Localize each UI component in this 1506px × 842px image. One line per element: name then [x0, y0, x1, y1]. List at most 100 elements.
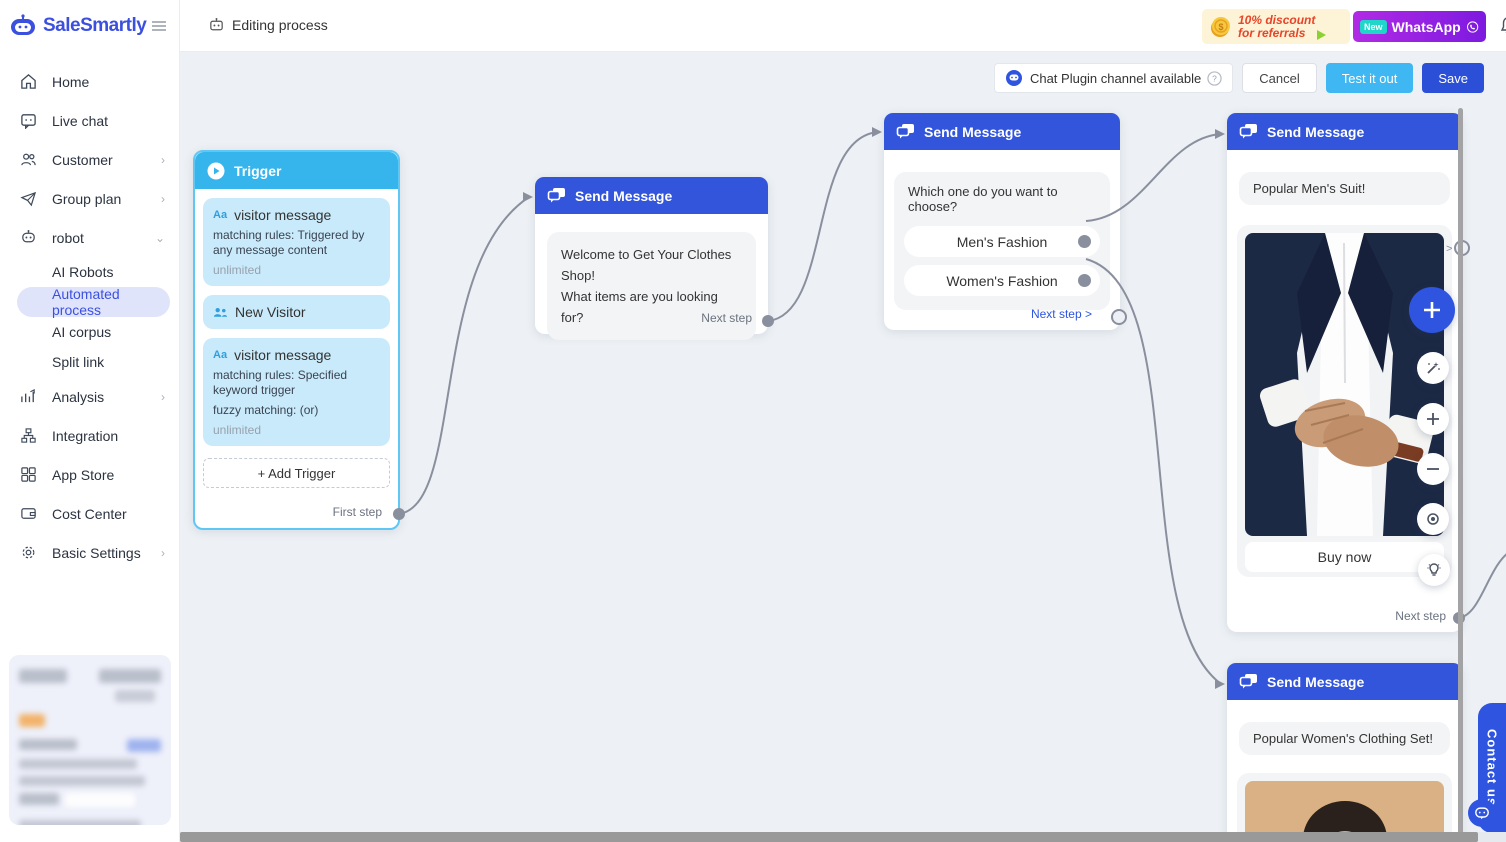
sidebar-item-automated-process[interactable]: Automated process	[17, 286, 170, 318]
channel-chip[interactable]: Chat Plugin channel available ?	[993, 63, 1234, 93]
contact-chat-icon[interactable]	[1468, 799, 1496, 827]
trigger-card-new-visitor[interactable]: New Visitor	[203, 295, 390, 329]
trigger-node-header: Trigger	[195, 152, 398, 189]
zoom-in-button[interactable]	[1417, 403, 1449, 435]
save-button[interactable]: Save	[1422, 63, 1484, 93]
message-line: What items are you looking for?	[561, 289, 718, 325]
cost-center-icon	[21, 508, 36, 519]
zoom-out-button[interactable]	[1417, 453, 1449, 485]
message-bubble[interactable]: Welcome to Get Your Clothes Shop! What i…	[547, 232, 756, 340]
text-trigger-icon: Aa	[213, 209, 228, 221]
sidebar-item-cost-center[interactable]: Cost Center	[0, 494, 179, 533]
question-circle-icon[interactable]: ?	[1207, 70, 1222, 86]
sidebar-item-robot[interactable]: robot ⌄	[0, 218, 179, 257]
contact-us-label: Contact us	[1484, 729, 1500, 807]
send-message-node-choose[interactable]: Send Message Which one do you want to ch…	[884, 113, 1120, 330]
sidebar-item-split-link[interactable]: Split link	[0, 347, 179, 377]
text-trigger-icon: Aa	[213, 349, 228, 361]
chevron-down-icon: ⌄	[154, 230, 165, 245]
option-label: Men's Fashion	[956, 233, 1048, 250]
process-robot-icon	[210, 17, 223, 31]
trigger-node-title: Trigger	[234, 162, 282, 179]
collapse-sidebar-icon[interactable]	[151, 19, 167, 33]
whatsapp-phone-icon	[1466, 20, 1478, 33]
user-info-panel-blurred	[9, 655, 171, 825]
option-mens-fashion[interactable]: Men's Fashion	[904, 226, 1100, 257]
horizontal-scrollbar-thumb[interactable]	[180, 832, 1478, 842]
sidebar-item-ai-robots[interactable]: AI Robots	[0, 257, 179, 287]
node-header: Send Message	[535, 177, 768, 214]
cancel-button[interactable]: Cancel	[1242, 63, 1317, 93]
sidebar-item-basic-settings[interactable]: Basic Settings ›	[0, 533, 179, 572]
integration-icon	[21, 428, 36, 443]
next-step-label[interactable]: Next step >	[1030, 307, 1092, 321]
horizontal-scrollbar-track	[180, 832, 1506, 842]
auto-layout-wand-button[interactable]	[1417, 352, 1449, 384]
buy-now-button[interactable]: Buy now	[1245, 542, 1444, 572]
arrowhead	[523, 192, 533, 202]
sidebar-subitem-label: Split link	[52, 354, 105, 370]
option-label: Women's Fashion	[946, 272, 1058, 289]
customer-icon	[21, 153, 36, 166]
send-message-node-welcome[interactable]: Send Message Welcome to Get Your Clothes…	[535, 177, 768, 340]
sidebar-item-live-chat[interactable]: Live chat	[0, 101, 179, 140]
option-womens-fashion[interactable]: Women's Fashion	[904, 265, 1100, 296]
sidebar-item-ai-corpus[interactable]: AI corpus	[0, 317, 179, 347]
sidebar-item-customer[interactable]: Customer ›	[0, 140, 179, 179]
add-trigger-button[interactable]: + Add Trigger	[203, 458, 390, 488]
live-chat-icon	[21, 114, 36, 129]
message-line: Welcome to Get Your Clothes Shop!	[561, 247, 732, 283]
message-line: Popular Women's Clothing Set!	[1253, 731, 1434, 746]
whatsapp-banner[interactable]: New WhatsApp	[1353, 11, 1486, 42]
canvas-toolbar: Chat Plugin channel available ? Cancel T…	[993, 63, 1484, 93]
sidebar-item-app-store[interactable]: App Store	[0, 455, 179, 494]
message-bubble[interactable]: Popular Men's Suit!	[1239, 172, 1450, 205]
vertical-scrollbar[interactable]	[1458, 108, 1463, 838]
page-title: Editing process	[232, 17, 328, 33]
fit-view-button[interactable]	[1417, 503, 1449, 535]
send-message-icon	[547, 188, 565, 203]
lightbulb-icon	[1427, 563, 1441, 576]
referral-discount-banner[interactable]: $ 10% discount for referrals	[1202, 9, 1350, 44]
coin-icon: $	[1211, 16, 1230, 37]
channel-chip-label: Chat Plugin channel available	[1029, 70, 1202, 86]
settings-gear-icon	[22, 546, 35, 559]
logo-text: SaleSmartly	[43, 15, 147, 36]
flow-canvas[interactable]: Chat Plugin channel available ? Cancel T…	[180, 52, 1506, 842]
sidebar-item-analysis[interactable]: Analysis ›	[0, 377, 179, 416]
trigger-quota: unlimited	[213, 423, 262, 437]
trigger-quota: unlimited	[213, 263, 262, 277]
message-line: Popular Men's Suit!	[1253, 181, 1366, 196]
send-message-node-women[interactable]: Send Message Popular Women's Clothing Se…	[1227, 663, 1462, 842]
message-bubble[interactable]: Popular Women's Clothing Set!	[1239, 722, 1450, 755]
tips-button[interactable]	[1418, 554, 1450, 586]
sidebar-item-integration[interactable]: Integration	[0, 416, 179, 455]
option-connector-dot[interactable]	[1078, 274, 1091, 287]
sidebar-item-label: Home	[52, 73, 90, 90]
notifications-bell-icon[interactable]	[1498, 16, 1506, 36]
magic-wand-icon	[1427, 362, 1440, 374]
trigger-rule: matching rules: Triggered by any message…	[213, 228, 365, 257]
plus-icon	[1427, 413, 1439, 425]
node-title: Send Message	[575, 187, 673, 204]
product-card[interactable]	[1237, 773, 1452, 842]
sidebar-item-label: Cost Center	[52, 505, 127, 522]
option-connector-dot[interactable]	[1078, 235, 1091, 248]
sidebar-item-group-plan[interactable]: Group plan ›	[0, 179, 179, 218]
chevron-right-icon: ›	[161, 545, 165, 560]
salesmartly-logo-icon	[11, 14, 35, 35]
node-title: Send Message	[1267, 123, 1365, 140]
arrowhead	[1215, 129, 1225, 139]
test-it-out-button[interactable]: Test it out	[1325, 63, 1414, 93]
svg-text:$: $	[1218, 22, 1223, 32]
sidebar-item-label: Integration	[52, 427, 119, 444]
node-header: Send Message	[884, 113, 1120, 150]
sidebar-item-label: App Store	[52, 466, 115, 483]
add-node-button[interactable]	[1409, 287, 1455, 333]
minus-icon	[1427, 468, 1439, 470]
chevron-right-icon: ›	[161, 191, 165, 206]
sidebar-item-home[interactable]: Home	[0, 62, 179, 101]
